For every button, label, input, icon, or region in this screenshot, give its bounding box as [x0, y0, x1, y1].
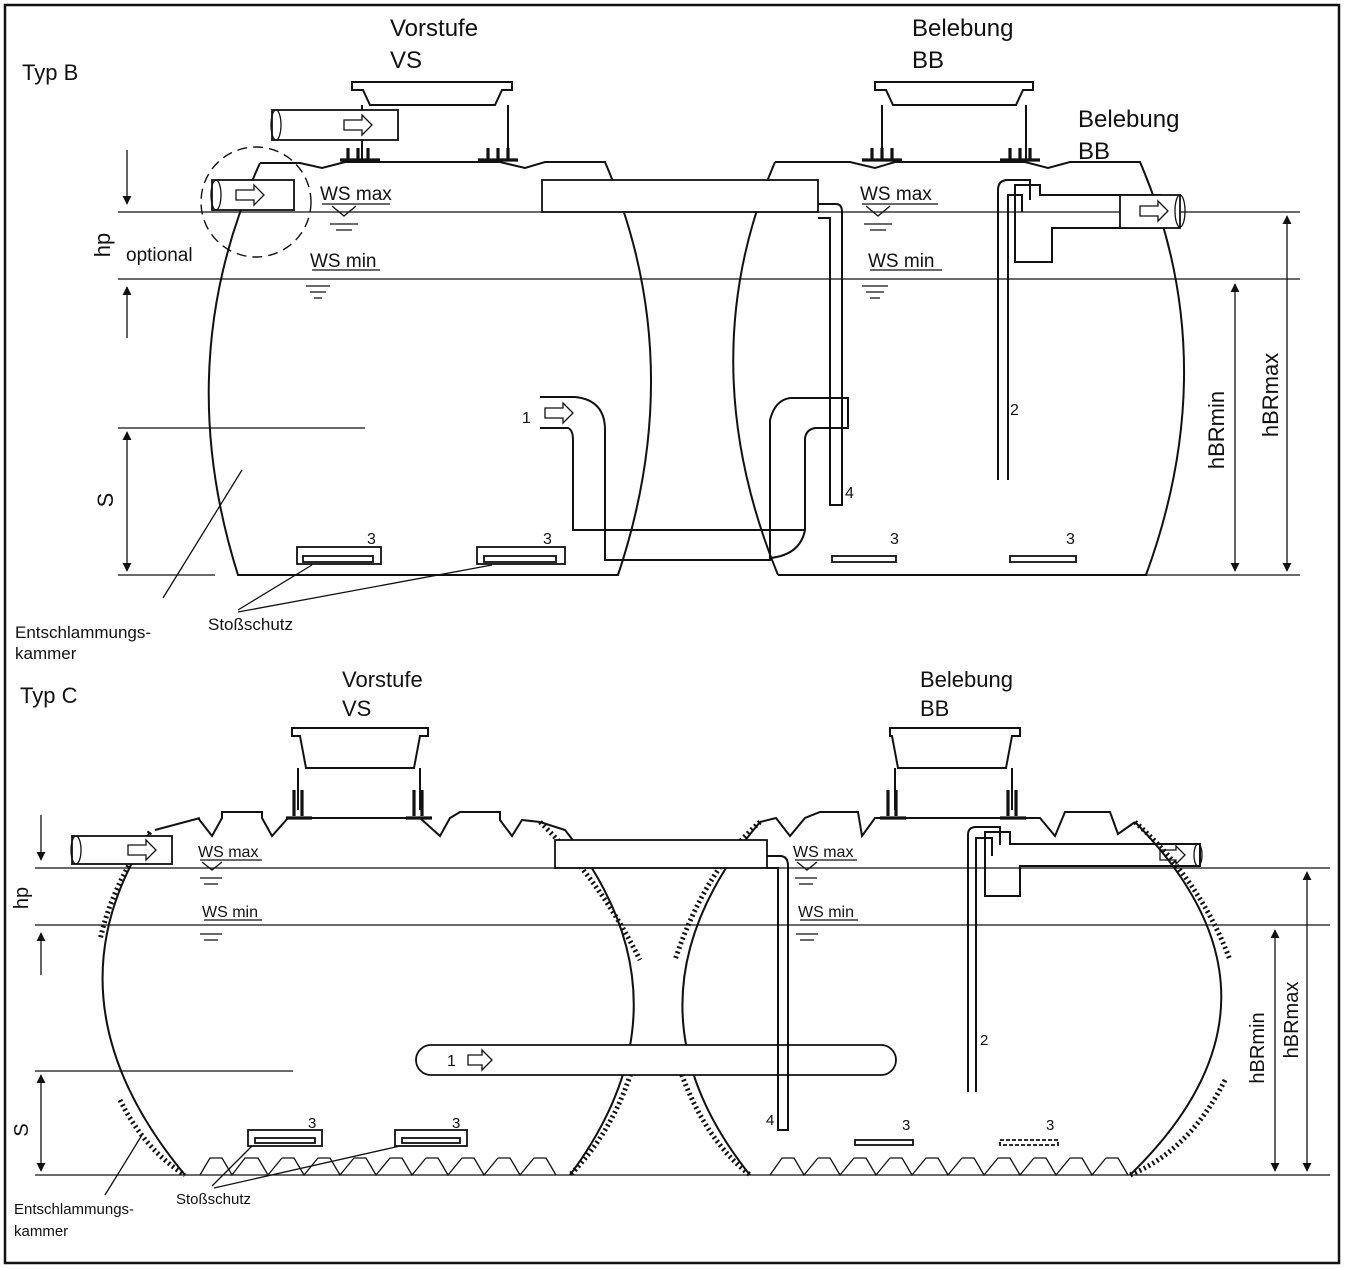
typ-b-belebung-label: Belebung [912, 15, 1013, 42]
typ-b-label-3b: 3 [543, 531, 552, 548]
typ-c-s-label: S [11, 1123, 33, 1136]
typ-b-outlet-pipe [1119, 194, 1181, 229]
typ-c-label-3a: 3 [308, 1115, 316, 1132]
typ-c-aerator-4 [999, 1139, 1059, 1146]
typ-b-hbrmax-label: hBRmax [1258, 353, 1283, 437]
typ-b-optional-circle [200, 146, 312, 258]
typ-b-belebung-outlet-label: Belebung [1078, 106, 1179, 133]
typ-b-label-3d: 3 [1066, 531, 1075, 548]
typ-b-vorstufe-label: Vorstufe [390, 15, 478, 42]
typ-b-hbrmin-label: hBRmin [1204, 391, 1229, 469]
typ-c-label-2: 2 [980, 1032, 988, 1049]
typ-b-s-label: S [93, 493, 118, 508]
typ-c-vorstufe-dome [291, 727, 429, 810]
typ-c-hbrmax-label: hBRmax [1281, 982, 1303, 1059]
typ-c-outlet-box [984, 831, 1201, 897]
typ-c-label-4: 4 [766, 1112, 774, 1129]
typ-b-connector-top [541, 179, 819, 213]
typ-b-aerator-3 [831, 555, 897, 563]
typ-c-vorstufe-tank [101, 817, 635, 1176]
typ-c-label-1: 1 [447, 1053, 456, 1070]
typ-b-belebung-outlet-abbr: BB [1078, 138, 1110, 165]
typ-c-belebung-dome [889, 727, 1021, 810]
typ-c-ws-min-left: WS min [202, 904, 258, 921]
typ-c-aerator-3 [854, 1139, 914, 1146]
diagram-frame [3, 3, 1341, 1265]
typ-c-vorstufe-label: Vorstufe [342, 667, 423, 692]
typ-b-label-3c: 3 [890, 531, 899, 548]
typ-b-transfer-pipe [540, 396, 849, 561]
typ-c-belebung-label: Belebung [920, 667, 1013, 692]
typ-b-ws-min-left: WS min [310, 251, 377, 272]
typ-c-section: Typ C Vorstufe VS Belebung BB [11, 667, 1330, 1240]
typ-b-title: Typ B [22, 60, 78, 85]
typ-c-entschlammung-line1: Entschlammungs- [14, 1201, 134, 1218]
typ-c-stossschutz-label: Stoßschutz [176, 1191, 251, 1208]
typ-c-ws-max-left: WS max [198, 844, 258, 861]
typ-c-label-3b: 3 [452, 1115, 460, 1132]
typ-b-entschlammung-line1: Entschlammungs- [15, 623, 151, 642]
typ-b-entschlammung-line2: kammer [15, 644, 77, 663]
typ-c-belebung-tank [681, 821, 1223, 1176]
typ-b-inlet-arrow-top [343, 113, 373, 137]
typ-b-stossschutz-label: Stoßschutz [208, 615, 293, 634]
typ-c-vorstufe-abbr: VS [342, 696, 371, 721]
typ-b-belebung-tank [732, 161, 1186, 576]
typ-b-label-3a: 3 [367, 531, 376, 548]
typ-c-entschlammung-line2: kammer [14, 1223, 68, 1240]
typ-b-optional-label: optional [126, 245, 193, 266]
typ-c-title: Typ C [20, 683, 78, 708]
typ-c-hbrmin-label: hBRmin [1247, 1012, 1269, 1083]
typ-c-hp-label: hp [11, 887, 33, 909]
typ-b-ws-max-right: WS max [860, 184, 932, 205]
typ-b-label-1: 1 [522, 410, 531, 427]
typ-b-inlet-pipe-optional [211, 179, 295, 211]
typ-b-transfer-arrow [544, 401, 574, 425]
typ-c-vorstufe-top [197, 811, 541, 838]
typ-b-aerator-4 [1009, 555, 1077, 563]
typ-c-inlet-pipe [71, 835, 173, 865]
typ-c-belebung-bottom [769, 1157, 1129, 1177]
typ-c-vorstufe-bottom [199, 1157, 557, 1177]
typ-b-inlet-pipe-top [271, 109, 399, 141]
typ-b-ws-max-left: WS max [320, 184, 392, 205]
typ-b-label-4: 4 [845, 485, 854, 502]
typ-b-vorstufe-tank [207, 161, 652, 576]
typ-c-airlift-pipe-4 [767, 855, 789, 1131]
typ-c-ws-min-right: WS min [798, 904, 854, 921]
typ-c-ws-max-right: WS max [793, 844, 853, 861]
typ-b-ws-min-right: WS min [868, 251, 935, 272]
typ-b-section: Typ B Vorstufe VS Belebung BB Belebung B… [15, 15, 1300, 663]
typ-c-transfer-pipe [415, 1044, 897, 1076]
typ-c-connector-top [554, 839, 768, 869]
typ-b-belebung-abbr: BB [912, 47, 944, 74]
typ-b-vorstufe-abbr: VS [390, 47, 422, 74]
typ-c-label-3c: 3 [902, 1117, 910, 1134]
typ-b-hp-label: hp [90, 233, 115, 257]
typ-b-label-2: 2 [1010, 402, 1019, 419]
typ-b-airlift-pipe-4 [818, 203, 843, 506]
typ-c-belebung-top [759, 811, 1136, 839]
typ-c-label-3d: 3 [1046, 1117, 1054, 1134]
typ-c-belebung-abbr: BB [920, 696, 949, 721]
